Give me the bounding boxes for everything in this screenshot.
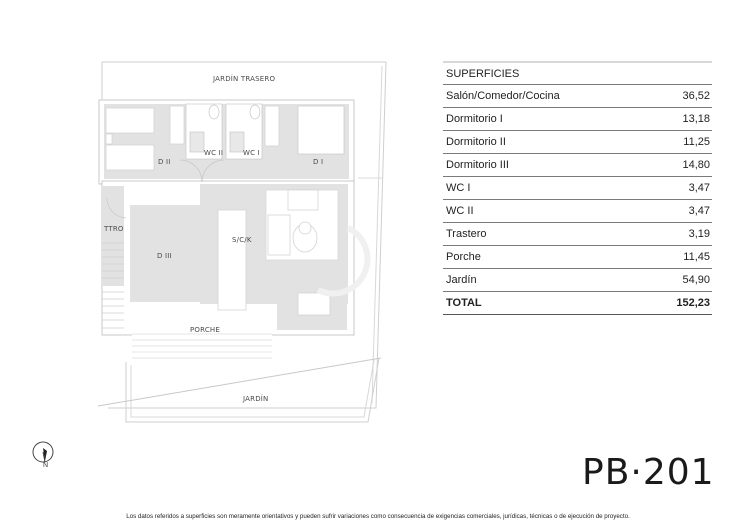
total-label: TOTAL (446, 297, 482, 309)
label-sck: S/C/K (232, 236, 252, 244)
row-label: WC II (446, 205, 474, 217)
row-label: Salón/Comedor/Cocina (446, 90, 560, 102)
row-value: 36,52 (682, 90, 710, 102)
table-row: Salón/Comedor/Cocina 36,52 (443, 85, 712, 108)
table-row: Porche 11,45 (443, 246, 712, 269)
table-row: Jardín 54,90 (443, 269, 712, 292)
label-porche: PORCHE (190, 326, 221, 334)
row-value: 54,90 (682, 274, 710, 286)
row-label: Trastero (446, 228, 487, 240)
label-jardin: JARDÍN (243, 395, 269, 403)
row-value: 11,25 (683, 136, 710, 148)
row-label: Dormitorio I (446, 113, 503, 125)
table-row: Trastero 3,19 (443, 223, 712, 246)
row-label: Dormitorio II (446, 136, 506, 148)
compass: N (30, 438, 60, 472)
table-row: Dormitorio II 11,25 (443, 131, 712, 154)
label-jardin-trasero: JARDÍN TRASERO (213, 75, 276, 83)
north-arrow-icon (32, 441, 54, 463)
table-header: SUPERFICIES (443, 61, 712, 85)
areas-table: SUPERFICIES Salón/Comedor/Cocina 36,52 Do… (443, 61, 712, 315)
row-label: Porche (446, 251, 481, 263)
table-row: WC II 3,47 (443, 200, 712, 223)
label-d3: D III (157, 252, 172, 260)
label-d1: D I (313, 158, 324, 166)
label-wc2: WC II (204, 149, 224, 157)
row-value: 13,18 (682, 113, 710, 125)
disclaimer: Los datos referidos a superficies son me… (126, 513, 630, 520)
total-value: 152,23 (676, 297, 710, 309)
unit-code: PB·201 (582, 452, 715, 493)
label-d2: D II (158, 158, 171, 166)
row-value: 3,47 (688, 182, 710, 194)
table-row: WC I 3,47 (443, 177, 712, 200)
table-header-label: SUPERFICIES (446, 67, 520, 80)
label-ttro: TTRO (104, 225, 124, 233)
table-total-row: TOTAL 152,23 (443, 292, 712, 315)
row-label: Jardín (446, 274, 477, 286)
row-value: 14,80 (682, 159, 710, 171)
row-label: WC I (446, 182, 471, 194)
label-wc1: WC I (243, 149, 260, 157)
row-value: 3,19 (688, 228, 710, 240)
compass-north-label: N (43, 462, 49, 469)
row-value: 11,45 (683, 251, 710, 263)
floor-plan-drawing (97, 61, 387, 423)
floor-plan: JARDÍN TRASERO D II WC II WC I D I TTRO … (97, 61, 387, 423)
row-label: Dormitorio III (446, 159, 509, 171)
table-row: Dormitorio III 14,80 (443, 154, 712, 177)
row-value: 3,47 (688, 205, 710, 217)
table-row: Dormitorio I 13,18 (443, 108, 712, 131)
